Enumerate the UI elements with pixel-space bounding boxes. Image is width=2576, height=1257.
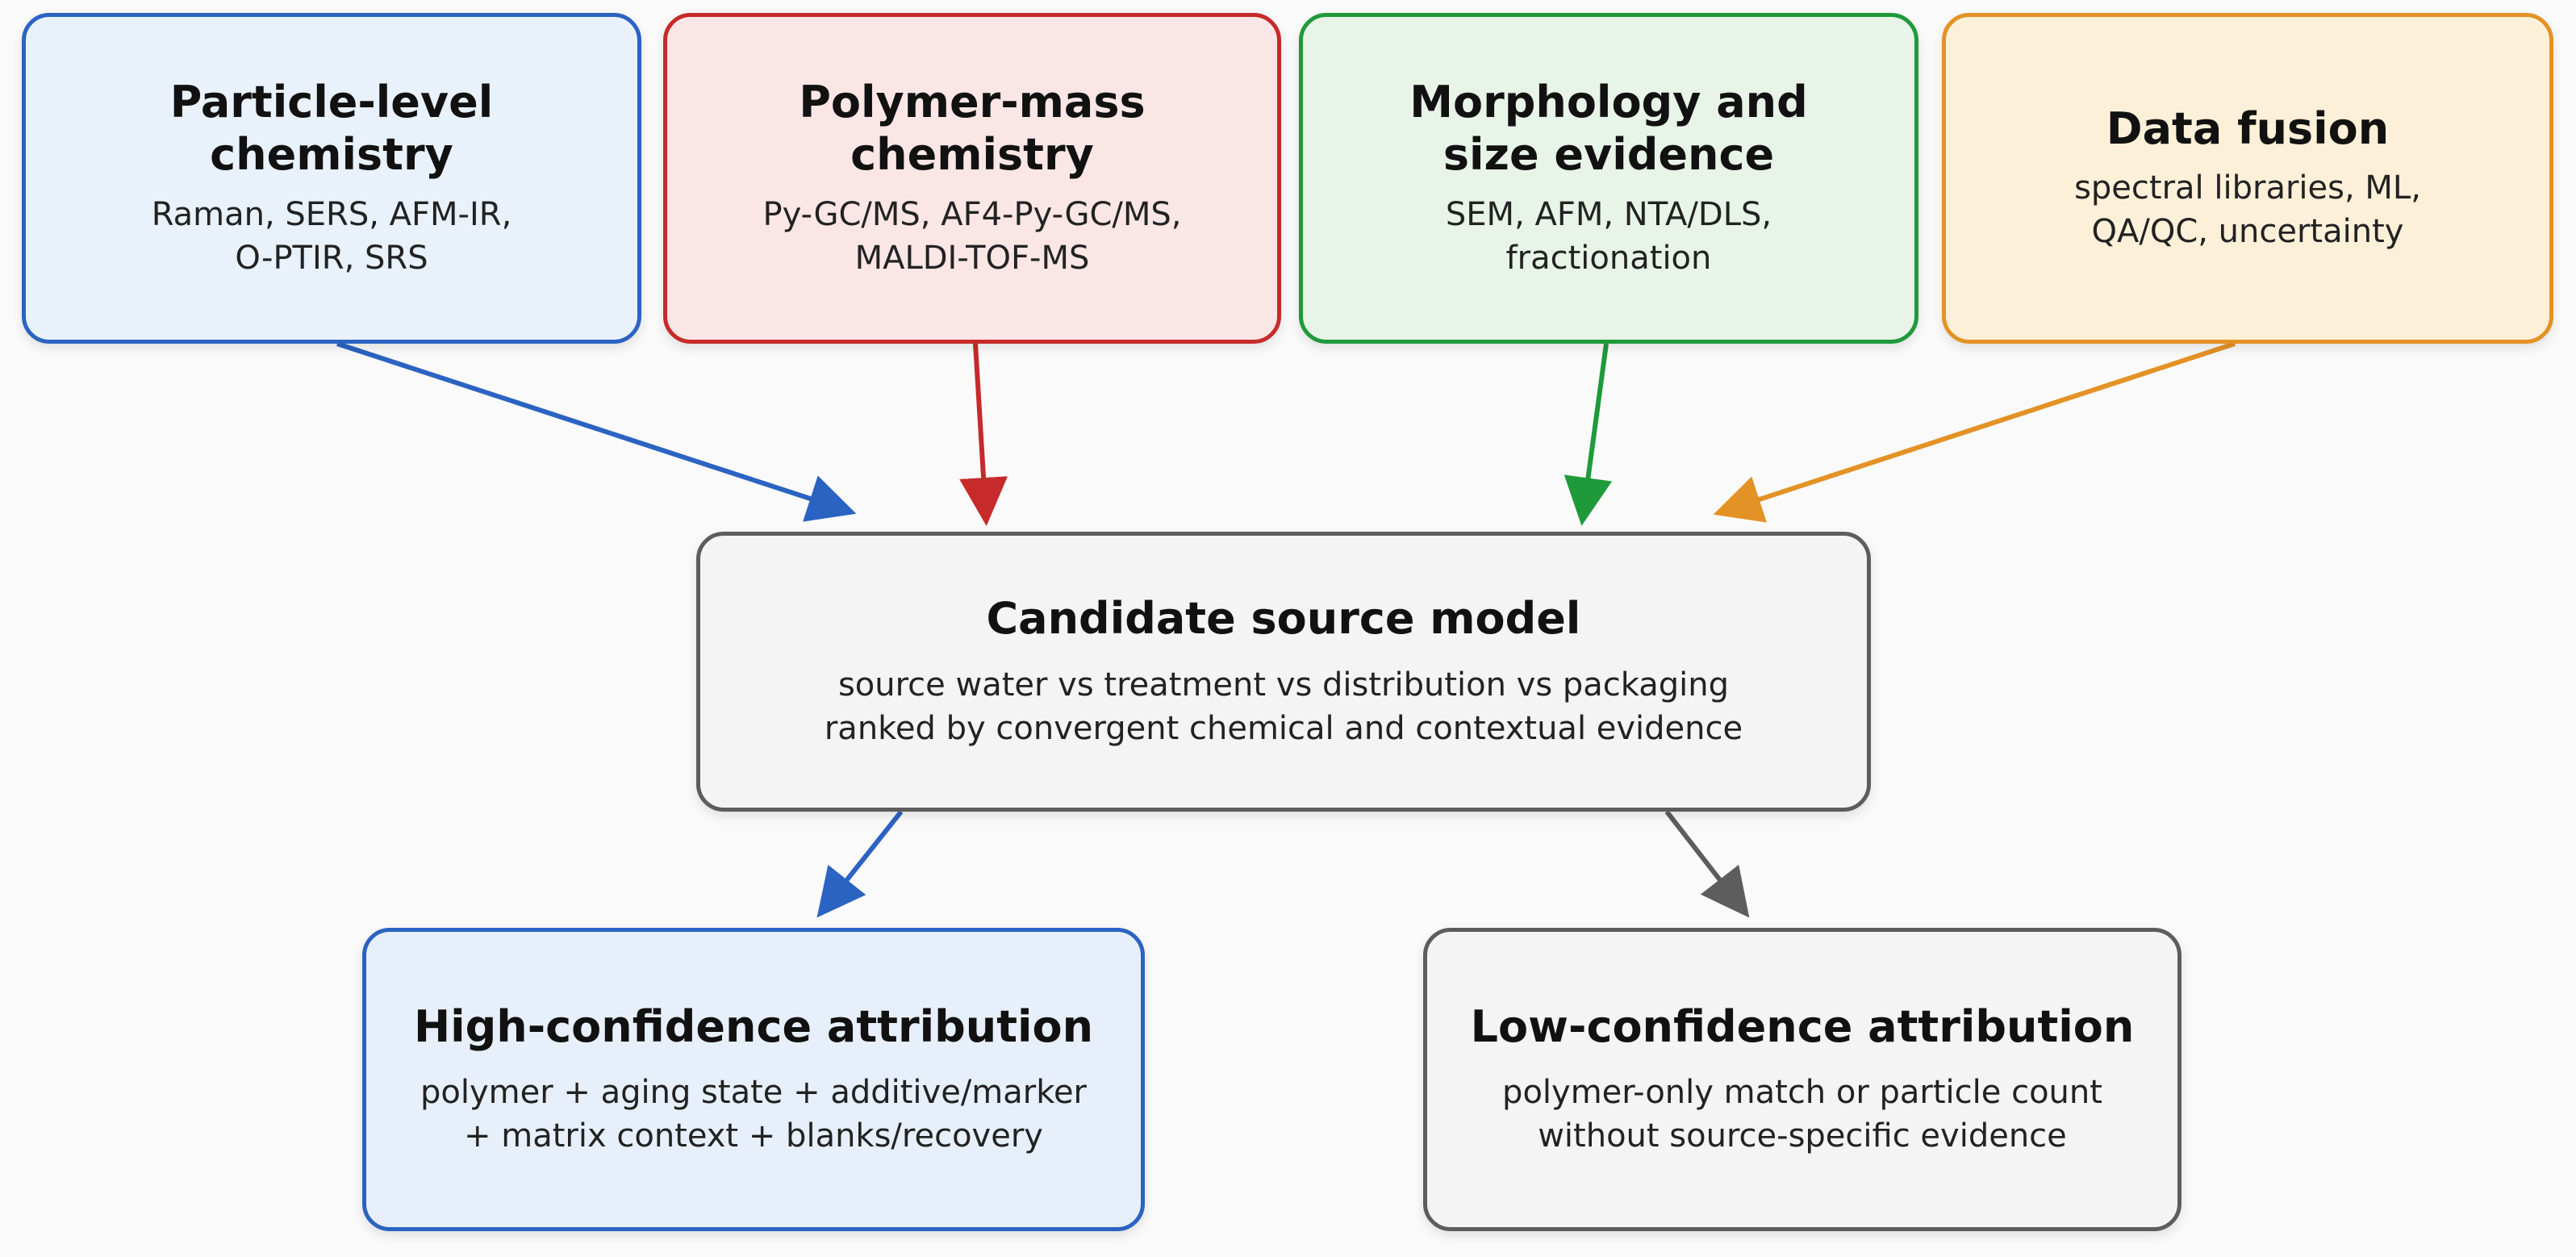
arrow-polymer-to-candidate (959, 343, 1008, 526)
node-body: source water vs treatment vs distributio… (825, 663, 1743, 750)
arrow-candidate-to-low (1664, 810, 1750, 918)
body-line: without source-specific evidence (1538, 1117, 2067, 1155)
node-title: High-confidence attribution (414, 1001, 1093, 1054)
node-body: polymer-only match or particle count wit… (1502, 1071, 2102, 1158)
node-low-confidence-attribution: Low-confidence attribution polymer-only … (1423, 928, 2181, 1231)
node-body: Raman, SERS, AFM-IR, O-PTIR, SRS (152, 193, 512, 280)
node-body: SEM, AFM, NTA/DLS, fractionation (1446, 193, 1772, 280)
title-line: Polymer-mass (799, 77, 1146, 128)
node-body: spectral libraries, ML, QA/QC, uncertain… (2074, 166, 2421, 253)
body-line: spectral libraries, ML, (2074, 169, 2421, 207)
title-line: Particle-level (169, 77, 494, 128)
title-line: chemistry (850, 129, 1094, 180)
arrow-fusion-to-candidate (1713, 341, 2236, 523)
body-line: Py-GC/MS, AF4-Py-GC/MS, (762, 195, 1182, 233)
node-title: Data fusion (2106, 103, 2389, 156)
node-body: polymer + aging state + additive/marker … (420, 1071, 1087, 1158)
title-line: Data fusion (2106, 102, 2390, 154)
node-candidate-source-model: Candidate source model source water vs t… (696, 532, 1871, 812)
node-body: Py-GC/MS, AF4-Py-GC/MS, MALDI-TOF-MS (763, 193, 1182, 280)
node-title: Polymer-mass chemistry (799, 77, 1145, 182)
node-data-fusion: Data fusion spectral libraries, ML, QA/Q… (1942, 13, 2553, 344)
body-line: O-PTIR, SRS (235, 239, 428, 277)
body-line: MALDI-TOF-MS (854, 239, 1090, 277)
body-line: Raman, SERS, AFM-IR, (151, 195, 512, 233)
title-line: Low-confidence attribution (1470, 1000, 2135, 1052)
node-polymer-mass-chemistry: Polymer-mass chemistry Py-GC/MS, AF4-Py-… (663, 13, 1281, 344)
body-line: polymer-only match or particle count (1502, 1074, 2102, 1112)
arrow-particle-to-candidate (336, 341, 857, 522)
node-high-confidence-attribution: High-confidence attribution polymer + ag… (362, 928, 1145, 1231)
body-line: source water vs treatment vs distributio… (837, 666, 1730, 704)
node-morphology-and-size-evidence: Morphology and size evidence SEM, AFM, N… (1299, 13, 1918, 344)
title-line: chemistry (210, 129, 453, 180)
title-line: Morphology and (1409, 77, 1808, 128)
arrow-candidate-to-high (816, 810, 904, 918)
node-title: Particle-level chemistry (170, 77, 494, 182)
body-line: + matrix context + blanks/recovery (464, 1117, 1043, 1155)
body-line: fractionation (1505, 239, 1712, 277)
body-line: ranked by convergent chemical and contex… (824, 709, 1743, 747)
title-line: High-confidence attribution (413, 1000, 1094, 1052)
node-title: Candidate source model (987, 593, 1581, 645)
node-title: Morphology and size evidence (1409, 77, 1807, 182)
body-line: QA/QC, uncertainty (2091, 213, 2404, 251)
body-line: polymer + aging state + additive/marker (420, 1074, 1088, 1112)
title-line: size evidence (1442, 129, 1775, 180)
arrow-morphology-to-candidate (1564, 343, 1613, 526)
node-particle-level-chemistry: Particle-level chemistry Raman, SERS, AF… (22, 13, 641, 344)
body-line: SEM, AFM, NTA/DLS, (1445, 195, 1772, 233)
title-line: Candidate source model (986, 593, 1581, 645)
node-title: Low-confidence attribution (1471, 1001, 2135, 1054)
